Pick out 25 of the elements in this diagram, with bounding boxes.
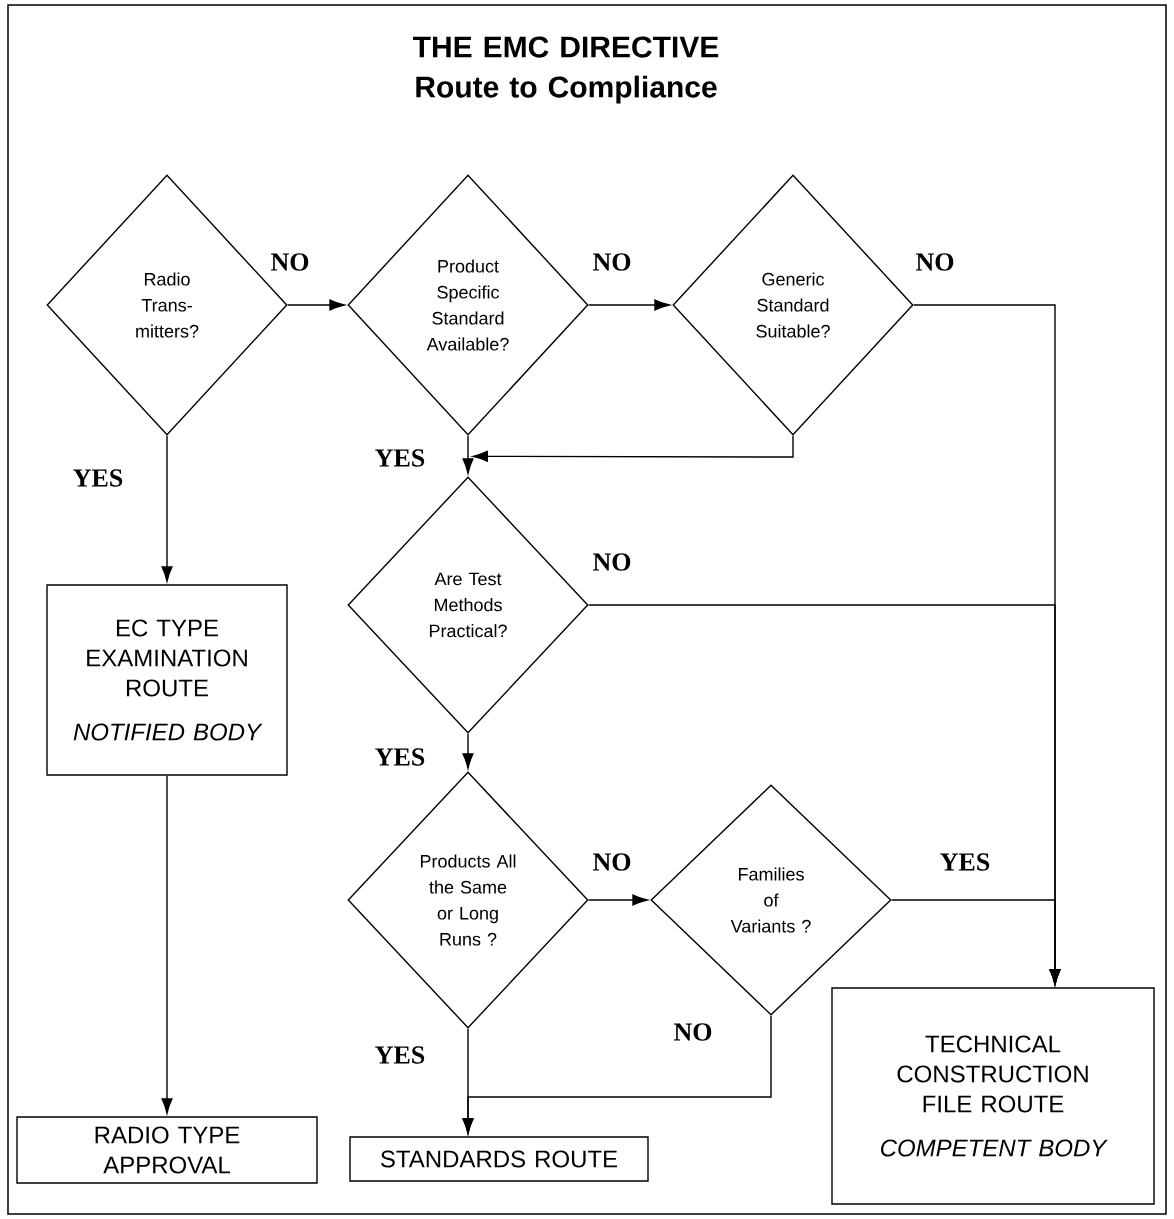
edge-label: NO [591, 252, 633, 272]
edge-label: NO [591, 552, 633, 572]
edge-label: YES [373, 448, 427, 468]
edge-label: YES [373, 747, 427, 767]
process-box: STANDARDS ROUTE [349, 1136, 649, 1182]
process-box: EC TYPE EXAMINATION ROUTE NOTIFIED BODY [46, 584, 288, 776]
edge-label: NO [591, 852, 633, 872]
process-box: TECHNICAL CONSTRUCTION FILE ROUTE COMPETENT BODY [831, 987, 1155, 1205]
edge-label: YES [938, 852, 992, 872]
arrow [462, 1015, 772, 1134]
arrow [462, 733, 474, 769]
arrow [287, 299, 345, 311]
arrow [462, 435, 474, 474]
edge-label: NO [914, 252, 956, 272]
arrow [588, 894, 648, 906]
process-box: RADIO TYPE APPROVAL [16, 1116, 318, 1184]
edge-label: YES [71, 468, 125, 488]
edge-label: YES [373, 1045, 427, 1065]
arrow [472, 435, 794, 462]
arrow [588, 299, 670, 311]
arrow [161, 435, 173, 582]
arrow [891, 899, 1061, 985]
arrow [161, 775, 173, 1114]
title: THE EMC DIRECTIVE Route to Compliance [413, 36, 719, 104]
edge-label: NO [672, 1022, 714, 1042]
